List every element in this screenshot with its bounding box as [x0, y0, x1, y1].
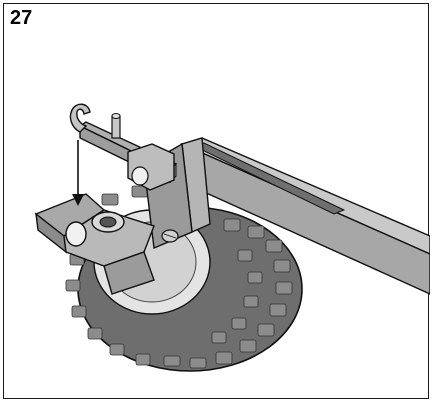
- direction-arrow: [72, 140, 84, 206]
- clamp-disc: [65, 221, 87, 247]
- tire-tread: [65, 183, 293, 369]
- coupling-bracket: [34, 193, 179, 295]
- arrow-down-icon: [72, 194, 84, 206]
- hook-bar: [69, 103, 178, 191]
- figure-number: 27: [10, 7, 33, 29]
- coupling-illustration: [34, 103, 430, 372]
- bolt: [131, 166, 149, 186]
- figure-frame: 27: [3, 3, 430, 399]
